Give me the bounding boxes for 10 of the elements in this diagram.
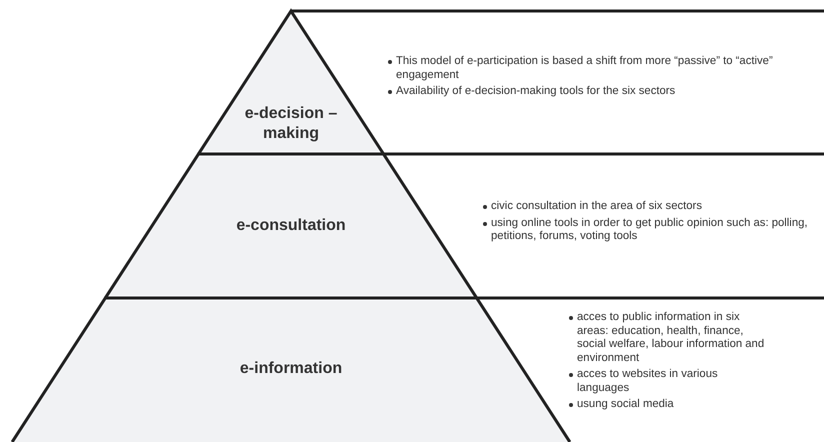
bullet-item: civic consultation in the area of six sectors	[482, 200, 822, 214]
pyramid-tier	[198, 11, 384, 154]
tier-label: e-decision – making	[244, 104, 338, 144]
tier-label: e-consultation	[235, 216, 347, 236]
tier-label: e-information	[238, 359, 344, 379]
bullet-item: usung social media	[568, 398, 768, 412]
bullet-item: This model of e-participation is based a shift from more “passive” to “active” engagement	[387, 55, 819, 82]
pyramid-tier	[12, 298, 570, 442]
bullet-item: using online tools in order to get public opinion such as: polling, petitions, forums, voting tools	[482, 216, 822, 244]
bullet-item: Availability of e-decision-making tools for the six sectors	[387, 85, 819, 98]
